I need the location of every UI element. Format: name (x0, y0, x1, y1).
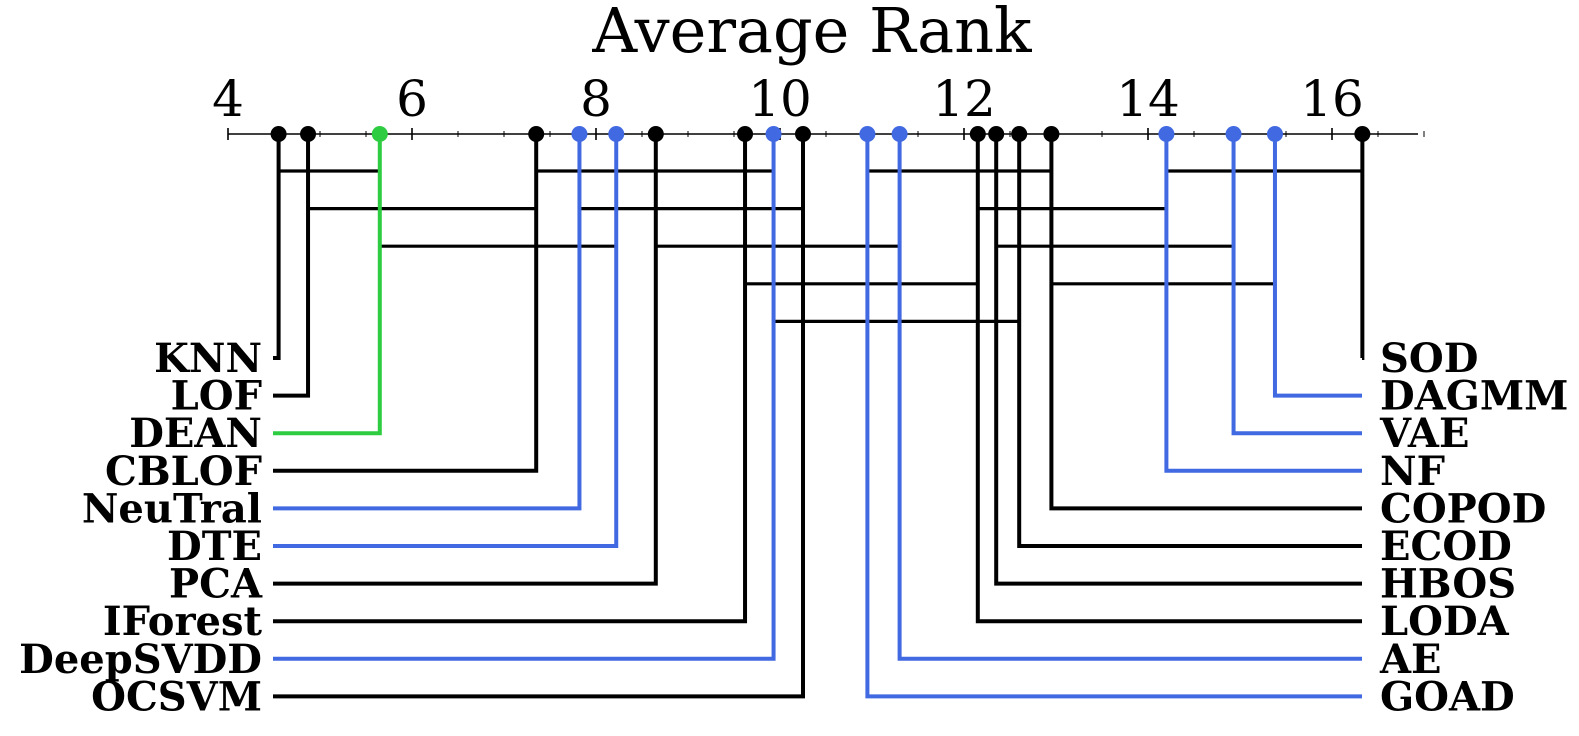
rank-connector (273, 134, 582, 511)
rank-point (647, 126, 664, 142)
method-hbos: HBOS (988, 126, 1516, 608)
method-ecod: ECOD (1011, 126, 1512, 570)
method-label: ECOD (1380, 523, 1512, 570)
rank-point (1225, 126, 1242, 142)
method-label: COPOD (1380, 485, 1546, 532)
method-iforest: IForest (103, 126, 754, 645)
method-dagmm: DAGMM (1266, 126, 1568, 420)
method-label: PCA (169, 561, 263, 608)
method-label: KNN (154, 335, 262, 382)
rank-point (371, 126, 388, 142)
method-label: LOF (171, 373, 262, 420)
method-ae: AE (891, 126, 1442, 683)
tick-label: 6 (396, 70, 428, 128)
rank-connector (1017, 134, 1362, 548)
method-dte: DTE (167, 126, 625, 570)
rank-point (969, 126, 986, 142)
method-deepsvdd: DeepSVDD (19, 126, 782, 683)
rank-point (1354, 126, 1371, 142)
rank-point (737, 126, 754, 142)
rank-point (1043, 126, 1060, 142)
rank-point (1011, 126, 1028, 142)
method-label: DEAN (129, 410, 262, 457)
method-label: AE (1379, 636, 1442, 683)
method-dean: DEAN (129, 126, 388, 457)
method-vae: VAE (1225, 126, 1469, 457)
rank-connector (1231, 134, 1362, 436)
rank-point (859, 126, 876, 142)
rank-point (765, 126, 782, 142)
method-neutral: NeuTral (82, 126, 588, 532)
tick-label: 14 (1116, 70, 1180, 128)
rank-connector (1049, 134, 1362, 511)
rank-axis: 4 6 8 10 12 14 16 (212, 70, 1425, 140)
method-label: GOAD (1380, 673, 1515, 720)
method-label: NeuTral (82, 485, 262, 532)
rank-connector (273, 134, 539, 473)
rank-point (988, 126, 1005, 142)
method-pca: PCA (169, 126, 664, 608)
method-ocsvm: OCSVM (91, 126, 811, 720)
tick-label: 12 (932, 70, 996, 128)
rank-connector (1272, 134, 1362, 398)
method-label: CBLOF (105, 448, 262, 495)
rank-point (1158, 126, 1175, 142)
rank-connector (994, 134, 1362, 586)
clique-bars (278, 169, 1363, 323)
method-lines: KNNLOFDEANCBLOFNeuTralDTEPCAIForestDeepS… (19, 126, 1568, 720)
rank-connector (1164, 134, 1362, 473)
method-label: VAE (1379, 410, 1469, 457)
method-nf: NF (1158, 126, 1445, 495)
method-label: IForest (103, 598, 263, 645)
method-label: NF (1380, 448, 1445, 495)
rank-connector (273, 134, 658, 586)
method-sod: SOD (1354, 126, 1478, 382)
method-lof: LOF (171, 126, 317, 420)
method-loda: LODA (969, 126, 1510, 645)
rank-point (270, 126, 287, 142)
chart-title: Average Rank (591, 0, 1032, 67)
tick-label: 8 (580, 70, 612, 128)
rank-connector (273, 134, 281, 360)
method-cblof: CBLOF (105, 126, 545, 495)
rank-connector (273, 134, 619, 548)
method-label: DeepSVDD (19, 636, 262, 683)
tick-label: 16 (1300, 70, 1364, 128)
rank-point (608, 126, 625, 142)
rank-point (795, 126, 811, 142)
tick-label: 10 (748, 70, 812, 128)
method-label: DAGMM (1380, 373, 1568, 420)
method-goad: GOAD (859, 126, 1515, 720)
rank-point (528, 126, 545, 142)
method-label: HBOS (1380, 561, 1516, 608)
rank-point (1266, 126, 1283, 142)
rank-point (891, 126, 908, 142)
method-knn: KNN (154, 126, 287, 382)
rank-connector (273, 134, 805, 699)
tick-label: 4 (212, 70, 244, 128)
rank-connector (273, 134, 748, 624)
method-copod: COPOD (1043, 126, 1546, 532)
method-label: DTE (167, 523, 262, 570)
rank-connector (865, 134, 1362, 699)
rank-point (571, 126, 588, 142)
rank-point (300, 126, 317, 142)
rank-connector (273, 134, 382, 436)
rank-connector (273, 134, 776, 661)
method-label: OCSVM (91, 673, 262, 720)
method-label: SOD (1380, 335, 1478, 382)
rank-connector (897, 134, 1362, 661)
rank-connector (975, 134, 1362, 624)
method-label: LODA (1380, 598, 1510, 645)
rank-connector (273, 134, 311, 398)
